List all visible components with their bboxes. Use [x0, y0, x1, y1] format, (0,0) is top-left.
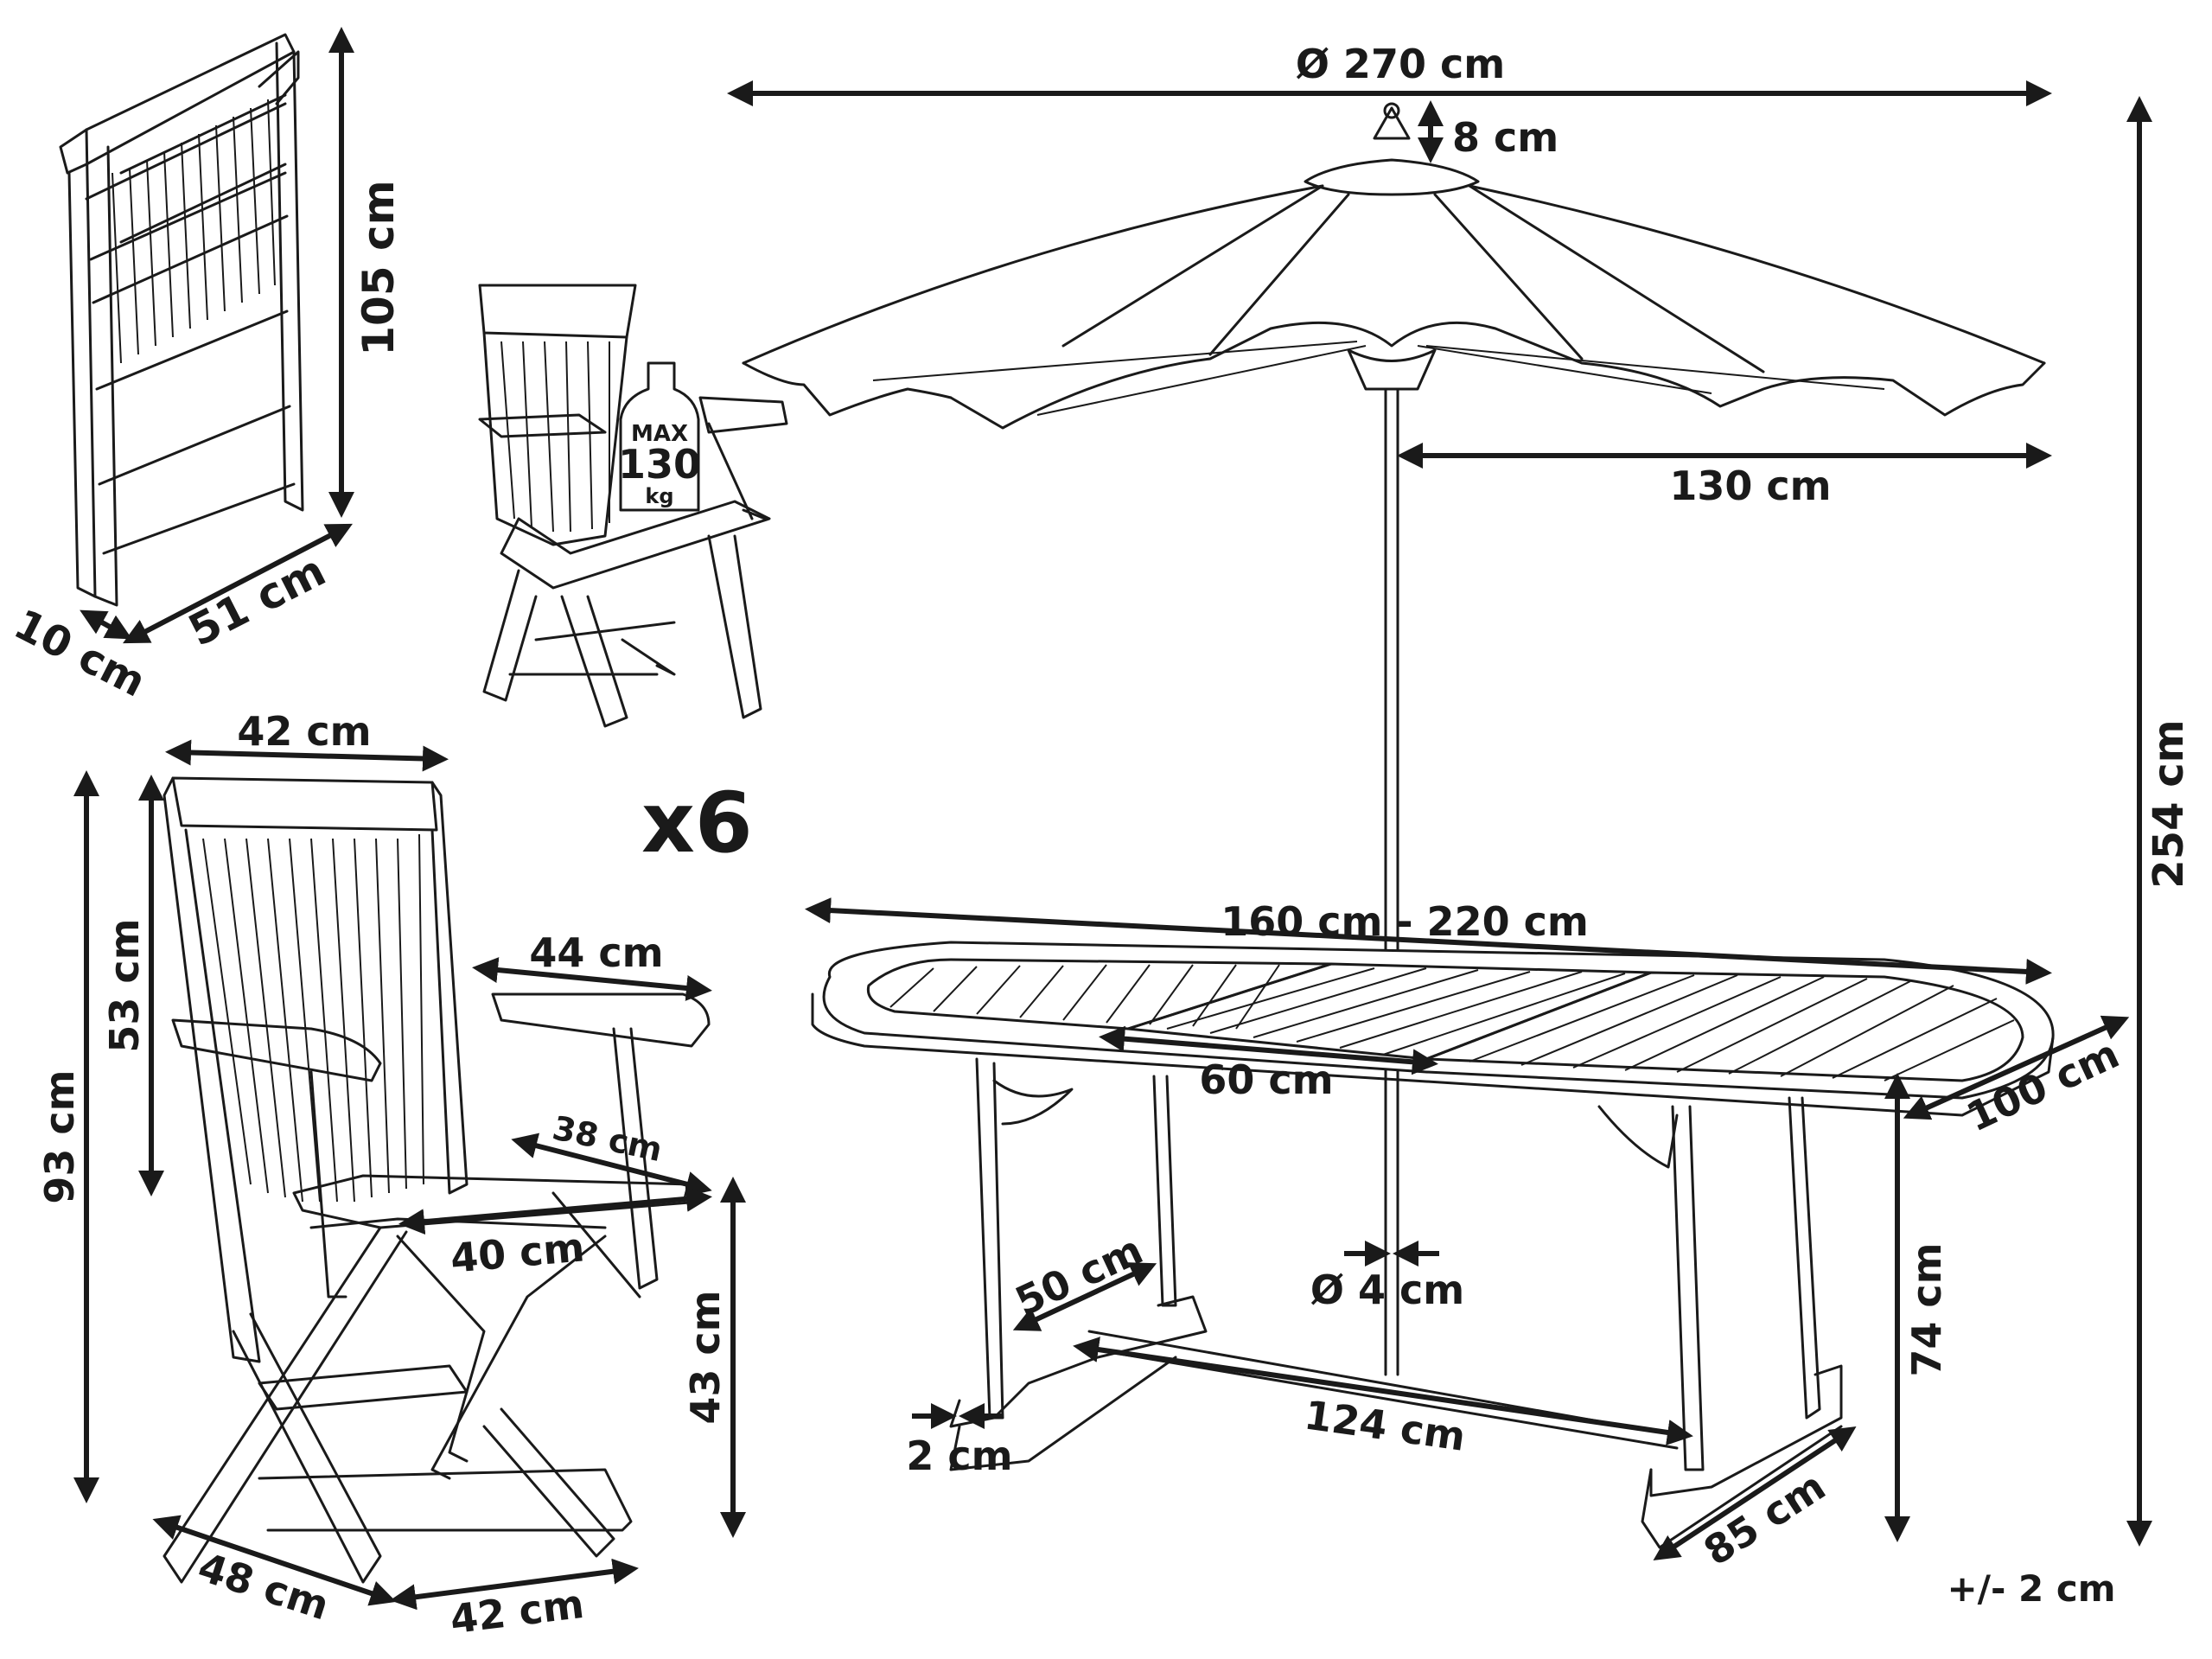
weight-bottle-icon: MAX 130 kg — [618, 361, 701, 512]
chair-height-label: 93 cm — [36, 1069, 83, 1203]
armrest-length-arrow — [472, 957, 712, 1001]
load-chair-drawing — [478, 284, 788, 728]
leg-spacing-arrow — [1012, 1262, 1157, 1331]
seat-height-label: 43 cm — [682, 1290, 729, 1424]
table-length-arrow — [805, 897, 2052, 985]
stretcher-length-arrow — [1073, 1337, 1693, 1445]
extension-leaf-arrow — [1099, 1025, 1438, 1075]
umbrella-top-label: 8 cm — [1452, 114, 1559, 161]
max-load-top: MAX — [631, 421, 688, 447]
seat-width-label: 40 cm — [449, 1223, 586, 1281]
chair-top-width-arrow — [165, 739, 449, 772]
folded-width-label: 51 cm — [181, 546, 334, 656]
umbrella-diameter-label: Ø 270 cm — [1296, 41, 1505, 87]
folded-height-label: 105 cm — [354, 180, 404, 356]
table-width-arrow — [1903, 1015, 2130, 1120]
chair-back-height-label: 53 cm — [101, 918, 148, 1052]
max-load-unit: kg — [645, 484, 673, 508]
chair-base-width-arrow — [390, 1558, 639, 1611]
folded-depth-label: 10 cm — [6, 600, 153, 706]
max-load-value: 130 — [618, 441, 701, 488]
armrest-length-label: 44 cm — [529, 929, 663, 976]
folded-width-arrow — [123, 523, 353, 644]
extension-leaf-label: 60 cm — [1199, 1056, 1333, 1103]
chair-base-depth-arrow — [152, 1515, 397, 1606]
table-height-label: 74 cm — [1903, 1242, 1950, 1376]
leg-spacing-label: 50 cm — [1008, 1226, 1150, 1325]
folded-chair-drawing — [59, 33, 304, 607]
foot-length-arrow — [1653, 1426, 1857, 1560]
seat-depth-label: 38 cm — [549, 1108, 666, 1169]
total-height-label: 254 cm — [2145, 719, 2193, 888]
umbrella-radius-label: 130 cm — [1669, 463, 1831, 509]
pole-diameter-label: Ø 4 cm — [1310, 1267, 1464, 1313]
chair-top-width-label: 42 cm — [237, 708, 371, 755]
tolerance-note: +/- 2 cm — [1947, 1567, 2115, 1610]
umbrella-drawing — [742, 102, 2046, 1376]
quantity-label: x6 — [641, 775, 753, 871]
folded-depth-arrow — [80, 609, 132, 640]
seat-depth-arrow — [511, 1133, 712, 1197]
seat-width-arrow — [398, 1185, 712, 1235]
foot-thickness-label: 2 cm — [906, 1432, 1012, 1479]
main-chair-drawing — [163, 776, 711, 1584]
table-length-label: 160 cm - 220 cm — [1221, 898, 1589, 945]
